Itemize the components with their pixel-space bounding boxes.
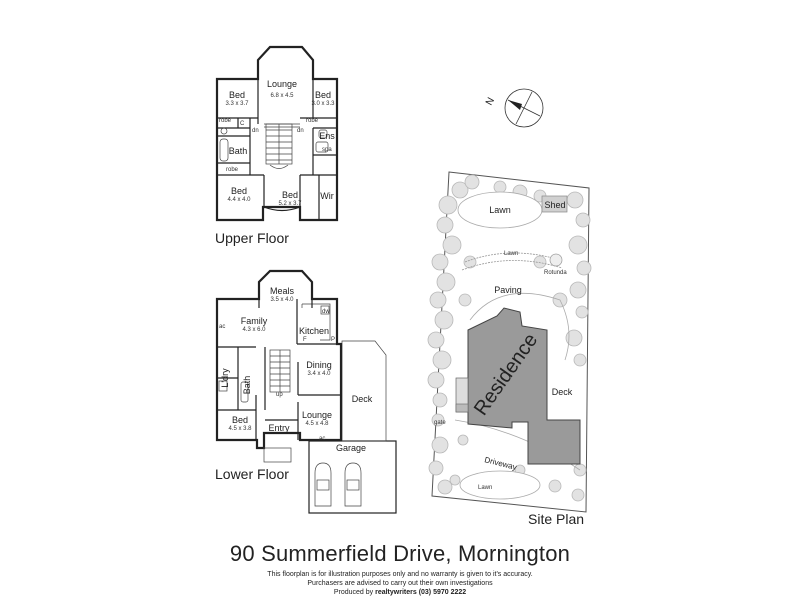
- upper-wir-label: Wir: [320, 191, 334, 201]
- upper-floor-plan: Lounge 6.8 x 4.5 Bed 3.3 x 3.7 Bed 3.0 x…: [215, 45, 339, 246]
- disclaimer-accuracy: This floorplan is for illustration purpo…: [267, 571, 533, 578]
- vegetation: [427, 174, 592, 502]
- lower-pantry-label: P: [331, 337, 335, 343]
- lower-lounge-label: Lounge: [302, 410, 332, 420]
- upper-bed4-label: Bed: [282, 190, 298, 200]
- upper-spa-label: spa: [322, 147, 332, 153]
- site-lawn-label: Lawn: [489, 205, 511, 215]
- upper-bed3-label: Bed: [231, 186, 247, 196]
- producer-credit: Produced by realtywriters (03) 5970 2222: [0, 588, 800, 597]
- upper-bed2-dims: 3.0 x 3.3: [311, 101, 335, 107]
- lower-dishwasher-label: dw: [322, 309, 330, 315]
- producer-phone: (03) 5970 2222: [418, 589, 467, 596]
- upper-robe-label: robe: [226, 167, 239, 173]
- site-lawn-label: Lawn: [504, 251, 518, 257]
- upper-bath-label: Bath: [229, 146, 248, 156]
- property-address: 90 Summerfield Drive, Mornington: [229, 541, 571, 566]
- lower-kitchen-label: Kitchen: [299, 326, 329, 336]
- upper-ensuite-label: Ens: [319, 131, 335, 141]
- upper-lounge-dims: 6.8 x 4.5: [270, 93, 294, 99]
- upper-bed3-dims: 4.4 x 4.0: [227, 197, 251, 203]
- lower-entry-label: Entry: [268, 423, 290, 433]
- upper-lounge-label: Lounge: [267, 79, 297, 89]
- residence-footprint: [467, 307, 581, 465]
- site-paving-label: Paving: [494, 285, 522, 295]
- site-plan: N: [427, 88, 592, 527]
- produced-by-text: Produced by: [333, 589, 374, 596]
- upper-robe-label: robe: [219, 118, 232, 124]
- upper-bed1-label: Bed: [229, 90, 245, 100]
- upper-cupboard-label: C: [240, 121, 245, 127]
- lower-fridge-label: F: [303, 337, 307, 343]
- lower-meals-dims: 3.5 x 4.0: [270, 297, 294, 303]
- site-rotunda-label: Rotunda: [544, 270, 567, 276]
- upper-floor-title: Upper Floor: [215, 230, 289, 246]
- lower-dining-dims: 3.4 x 4.0: [307, 371, 331, 377]
- upper-robe-label: robe: [306, 118, 319, 124]
- lower-ac-label: ac: [219, 324, 225, 330]
- lower-meals-label: Meals: [270, 286, 295, 296]
- north-arrow-icon: N: [484, 88, 544, 128]
- lower-ac-label: ac: [319, 436, 325, 442]
- site-shed-label: Shed: [544, 200, 565, 210]
- site-plan-title: Site Plan: [528, 511, 584, 527]
- upper-bed4-dims: 5.2 x 3.7: [278, 201, 302, 207]
- site-deck-label: Deck: [552, 387, 573, 397]
- lower-dining-label: Dining: [306, 360, 332, 370]
- lower-bed-label: Bed: [232, 415, 248, 425]
- lower-family-label: Family: [241, 316, 268, 326]
- lower-deck-label: Deck: [352, 394, 373, 404]
- lower-bed-dims: 4.5 x 3.8: [228, 426, 252, 432]
- lower-floor-plan: Meals 3.5 x 4.0 Family 4.3 x 6.0 Kitchen…: [215, 269, 397, 514]
- lower-garage-label: Garage: [336, 443, 366, 453]
- disclaimer-investigations: Purchasers are advised to carry out thei…: [307, 580, 493, 587]
- upper-down-label: dn: [252, 128, 259, 134]
- lower-up-label: up: [276, 392, 283, 398]
- north-label: N: [484, 96, 497, 108]
- upper-down-label: dn: [297, 128, 304, 134]
- lower-family-dims: 4.3 x 6.0: [242, 327, 266, 333]
- upper-bed1-dims: 3.3 x 3.7: [225, 101, 249, 107]
- site-gate-label: gate: [434, 420, 446, 426]
- producer-brand: realtywriters: [375, 589, 417, 596]
- site-lawn-label: Lawn: [478, 485, 492, 491]
- lower-laundry-label: L'dry: [220, 368, 230, 388]
- lower-bath-label: Bath: [242, 376, 252, 395]
- lower-lounge-dims: 4.5 x 4.8: [305, 421, 329, 427]
- upper-bed2-label: Bed: [315, 90, 331, 100]
- lower-floor-title: Lower Floor: [215, 466, 289, 482]
